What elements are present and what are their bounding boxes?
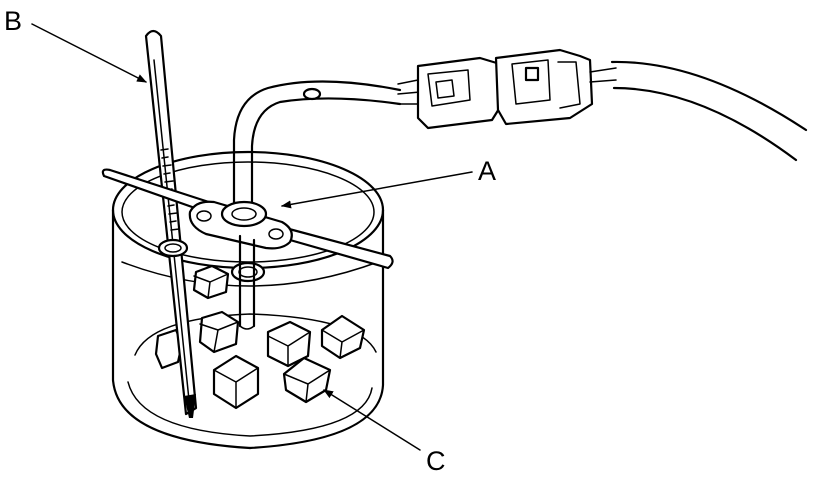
ice-cube-c [282,356,332,404]
sensor-cable [220,80,402,330]
callout-a: A [281,156,496,209]
grommet-right [230,261,266,283]
connector-assembly [397,48,808,162]
holder-hole-right [268,228,284,240]
grommet-left [157,238,189,258]
thermometer-bulb [184,394,196,418]
ice-cube [198,310,240,354]
ice-cube [266,320,312,368]
connector-right [494,48,594,126]
ice-cube [320,314,366,360]
water-surface [121,261,379,287]
ice-cube [192,264,230,300]
callout-c: C [323,389,446,476]
connector-left [416,56,504,130]
holder-hole-left [196,210,212,222]
callout-label-b: B [4,6,22,36]
beaker-left-wall [111,208,252,450]
cable-collar [220,200,268,228]
callout-b: B [4,6,147,83]
thermometer [144,29,198,418]
ice-cubes [154,264,366,410]
ice-cube [212,354,260,410]
ice-cube [154,328,184,370]
callout-label-c: C [426,446,446,476]
support-rod-right [274,224,394,270]
beaker [111,150,385,450]
support-rod-left [101,168,217,216]
callout-label-a: A [478,156,496,186]
beaker-right-wall [248,208,385,450]
